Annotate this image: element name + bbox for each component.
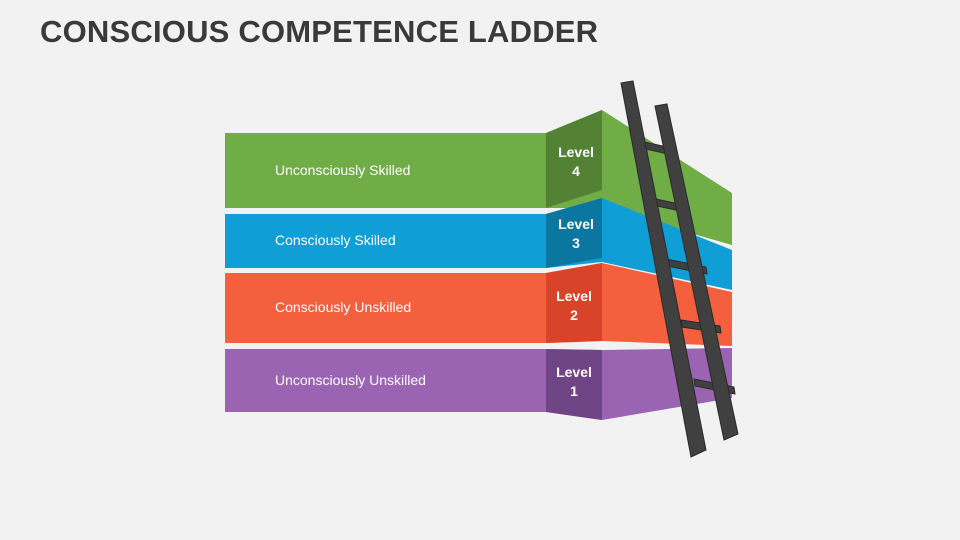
level-2-level-word: Level <box>556 288 592 304</box>
level-3-front-face <box>546 198 602 268</box>
level-4-level-number: 4 <box>572 163 580 179</box>
level-1-bar <box>225 349 546 412</box>
ladder-right-rail <box>654 103 739 441</box>
level-1-block: Unconsciously Unskilled Level 1 <box>225 348 732 420</box>
level-1-level-number: 1 <box>570 383 578 399</box>
level-4-front-face <box>546 110 602 208</box>
level-2-level-number: 2 <box>570 307 578 323</box>
level-3-bar <box>225 214 546 268</box>
level-1-front-face <box>546 349 602 420</box>
level-2-block: Consciously Unskilled Level 2 <box>225 263 732 346</box>
level-1-label: Unconsciously Unskilled <box>275 372 426 388</box>
level-2-label: Consciously Unskilled <box>275 299 411 315</box>
ladder-left-rail <box>620 80 707 458</box>
level-4-label: Unconsciously Skilled <box>275 162 410 178</box>
level-3-level-word: Level <box>558 216 594 232</box>
ladder-icon <box>620 80 739 458</box>
page-title: CONSCIOUS COMPETENCE LADDER <box>40 14 599 49</box>
level-3-level-number: 3 <box>572 235 580 251</box>
level-2-front-face <box>546 263 602 343</box>
level-4-level-word: Level <box>558 144 594 160</box>
level-3-label: Consciously Skilled <box>275 232 396 248</box>
level-4-bar <box>225 133 546 208</box>
level-2-bar <box>225 273 546 343</box>
level-1-level-word: Level <box>556 364 592 380</box>
